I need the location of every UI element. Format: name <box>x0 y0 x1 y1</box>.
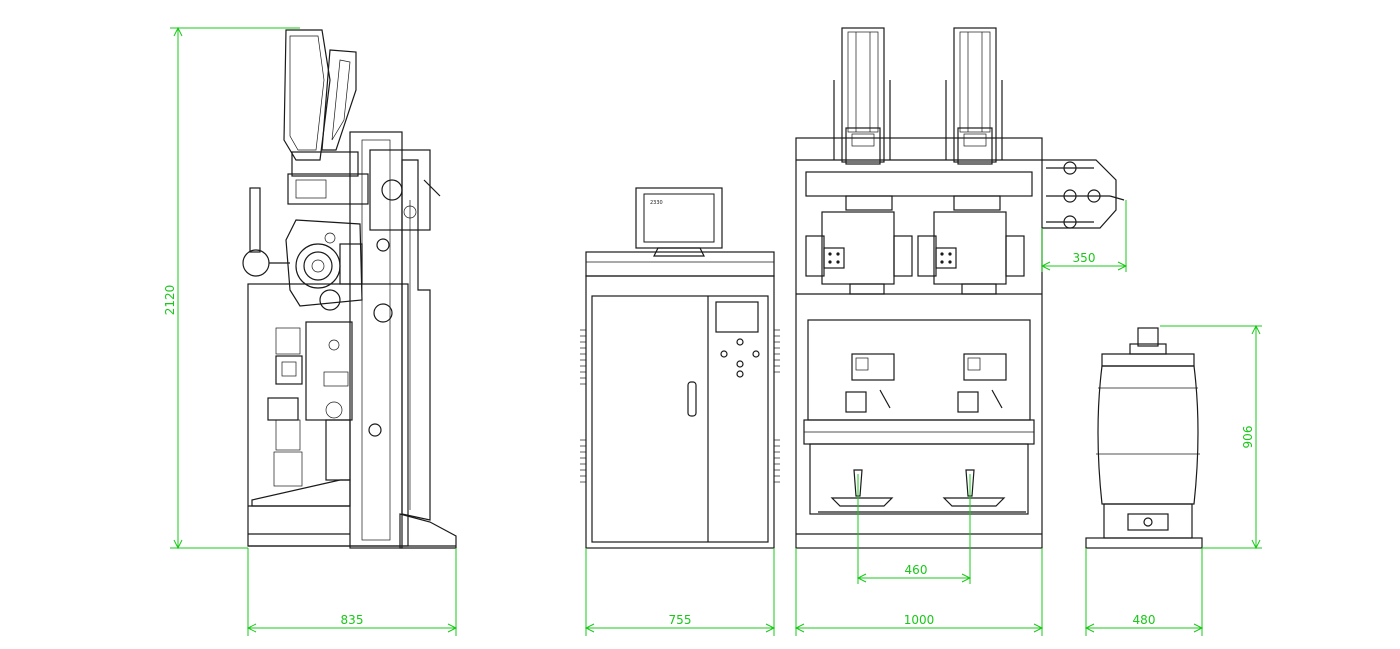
dimension-label-480: 480 <box>1133 613 1156 627</box>
dimension-tank-height: 906 <box>1160 324 1262 550</box>
dimension-nozzle-spacing: 460 <box>856 474 972 584</box>
cabinet-view: 2330 <box>580 187 780 549</box>
dimension-label-460: 460 <box>905 563 928 577</box>
left-lift-column <box>833 27 891 165</box>
dimensions: 2120 835 755 1000 <box>163 26 1262 636</box>
dimension-cabinet-width: 755 <box>584 548 776 636</box>
cabinet-right-vents <box>774 329 780 483</box>
dimension-label-906: 906 <box>1241 426 1255 449</box>
valve-assembly <box>1042 159 1125 229</box>
front-view <box>795 27 1125 549</box>
dimension-label-835: 835 <box>341 613 364 627</box>
dimension-side-width: 835 <box>246 548 458 636</box>
dimension-front-width: 1000 <box>794 548 1044 636</box>
dimension-label-2120: 2120 <box>163 285 177 316</box>
right-lift-column <box>945 27 1003 165</box>
side-view <box>242 29 457 549</box>
left-motor-unit <box>805 195 913 295</box>
monitor-screen-text: 2330 <box>650 200 663 206</box>
dimension-label-350: 350 <box>1073 251 1096 265</box>
dimension-side-height: 2120 <box>163 26 300 550</box>
right-motor-unit <box>917 195 1025 295</box>
dimension-label-1000: 1000 <box>904 613 935 627</box>
dimension-label-755: 755 <box>669 613 692 627</box>
dimension-valve-offset: 350 <box>1040 200 1128 272</box>
cabinet-left-vents <box>580 329 586 483</box>
tank-view <box>1085 327 1203 549</box>
dimension-tank-width: 480 <box>1084 548 1204 636</box>
